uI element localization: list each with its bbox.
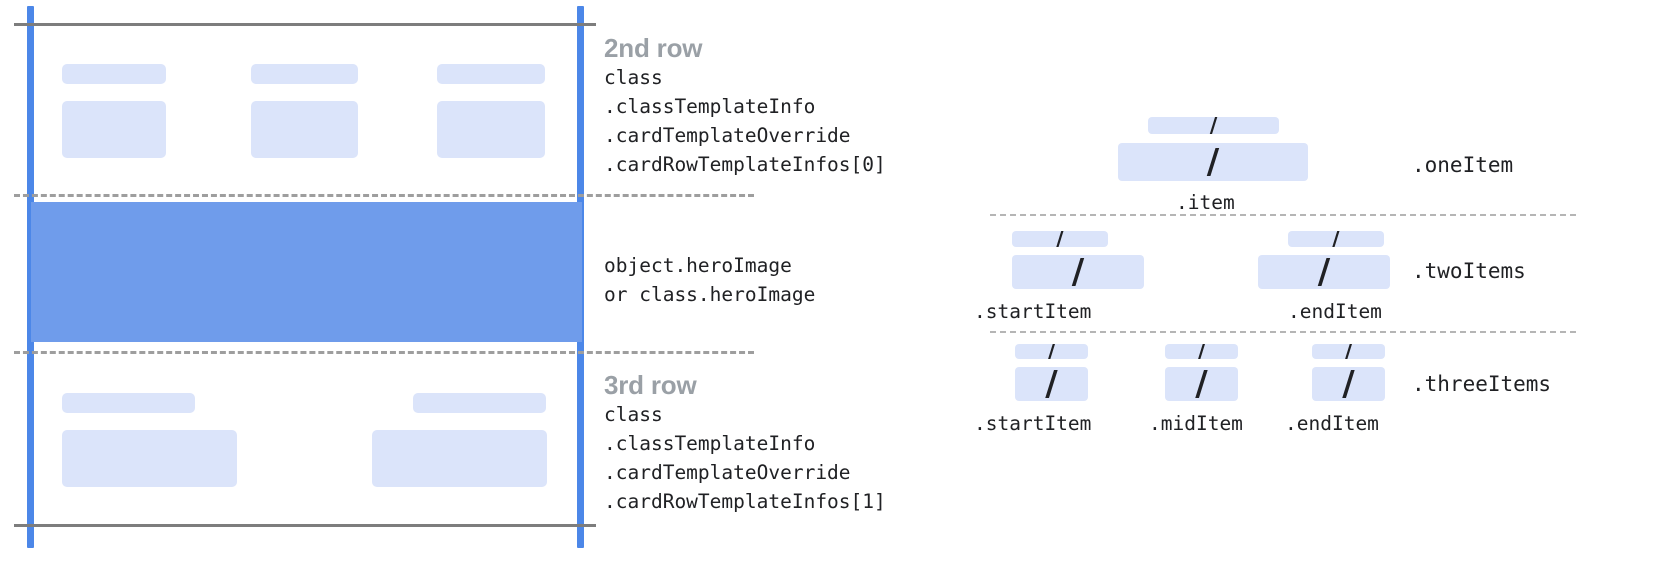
three-items-mid-large-chip: / bbox=[1165, 367, 1238, 401]
row2-annotation: 3rd row class .classTemplateInfo .cardTe… bbox=[604, 370, 886, 516]
slash-glyph: / bbox=[1056, 231, 1064, 247]
group-separator-1 bbox=[990, 214, 1576, 216]
row2-col2-value-placeholder bbox=[372, 430, 547, 487]
row1-col2-label-placeholder bbox=[251, 64, 358, 84]
row1-col2-value-placeholder bbox=[251, 101, 358, 158]
three-items-end-small-chip: / bbox=[1312, 344, 1385, 359]
slash-glyph: / bbox=[1071, 255, 1085, 289]
slash-glyph: / bbox=[1195, 367, 1208, 401]
three-items-start-large-chip: / bbox=[1015, 367, 1088, 401]
two-items-end-small-chip: / bbox=[1288, 231, 1384, 247]
three-items-start-label: .startItem bbox=[974, 412, 1092, 435]
group-name-one-item: .oneItem bbox=[1412, 153, 1514, 177]
two-items-start-large-chip: / bbox=[1012, 255, 1144, 289]
row-separator-1 bbox=[14, 194, 754, 197]
row1-col1-label-placeholder bbox=[62, 64, 166, 84]
three-items-mid-label: .midItem bbox=[1149, 412, 1243, 435]
row2-annotation-title: 3rd row bbox=[604, 370, 697, 400]
row2-annotation-code: class .classTemplateInfo .cardTemplateOv… bbox=[604, 403, 886, 513]
hero-image-band bbox=[31, 202, 582, 342]
slash-glyph: / bbox=[1317, 255, 1331, 289]
one-item-large-chip: / bbox=[1118, 143, 1308, 181]
slash-glyph: / bbox=[1047, 344, 1056, 359]
three-items-end-large-chip: / bbox=[1312, 367, 1385, 401]
three-items-mid-small-chip: / bbox=[1165, 344, 1238, 359]
row2-col2-label-placeholder bbox=[413, 393, 546, 413]
hero-annotation-code: object.heroImage or class.heroImage bbox=[604, 254, 816, 306]
item-layout-diagram: / / .item .oneItem / / .startItem / / .e… bbox=[940, 0, 1676, 584]
card-left-rail bbox=[27, 6, 34, 548]
card-template-diagram bbox=[0, 0, 754, 584]
two-items-end-label: .endItem bbox=[1288, 300, 1382, 323]
row2-col1-label-placeholder bbox=[62, 393, 195, 413]
row-separator-2 bbox=[14, 351, 754, 354]
row2-col1-value-placeholder bbox=[62, 430, 237, 487]
row1-col1-value-placeholder bbox=[62, 101, 166, 158]
one-item-small-chip: / bbox=[1148, 117, 1279, 134]
row1-col3-label-placeholder bbox=[437, 64, 545, 84]
slash-glyph: / bbox=[1206, 143, 1220, 181]
card-top-boundary-line bbox=[14, 23, 596, 26]
three-items-start-small-chip: / bbox=[1015, 344, 1088, 359]
slash-glyph: / bbox=[1332, 231, 1340, 247]
group-separator-2 bbox=[990, 331, 1576, 333]
three-items-end-label: .endItem bbox=[1285, 412, 1379, 435]
slash-glyph: / bbox=[1344, 344, 1353, 359]
hero-annotation: object.heroImage or class.heroImage bbox=[604, 251, 815, 309]
group-name-two-items: .twoItems bbox=[1412, 259, 1526, 283]
group-name-three-items: .threeItems bbox=[1412, 372, 1552, 396]
slash-glyph: / bbox=[1197, 344, 1206, 359]
slash-glyph: / bbox=[1209, 117, 1218, 134]
slash-glyph: / bbox=[1045, 367, 1058, 401]
two-items-start-label: .startItem bbox=[974, 300, 1092, 323]
row1-annotation: 2nd row class .classTemplateInfo .cardTe… bbox=[604, 33, 886, 179]
one-item-label: .item bbox=[1176, 191, 1235, 214]
two-items-end-large-chip: / bbox=[1258, 255, 1390, 289]
row1-annotation-title: 2nd row bbox=[604, 33, 703, 63]
two-items-start-small-chip: / bbox=[1012, 231, 1108, 247]
card-bottom-boundary-line bbox=[14, 524, 596, 527]
row1-col3-value-placeholder bbox=[437, 101, 545, 158]
slash-glyph: / bbox=[1342, 367, 1355, 401]
row1-annotation-code: class .classTemplateInfo .cardTemplateOv… bbox=[604, 66, 886, 176]
